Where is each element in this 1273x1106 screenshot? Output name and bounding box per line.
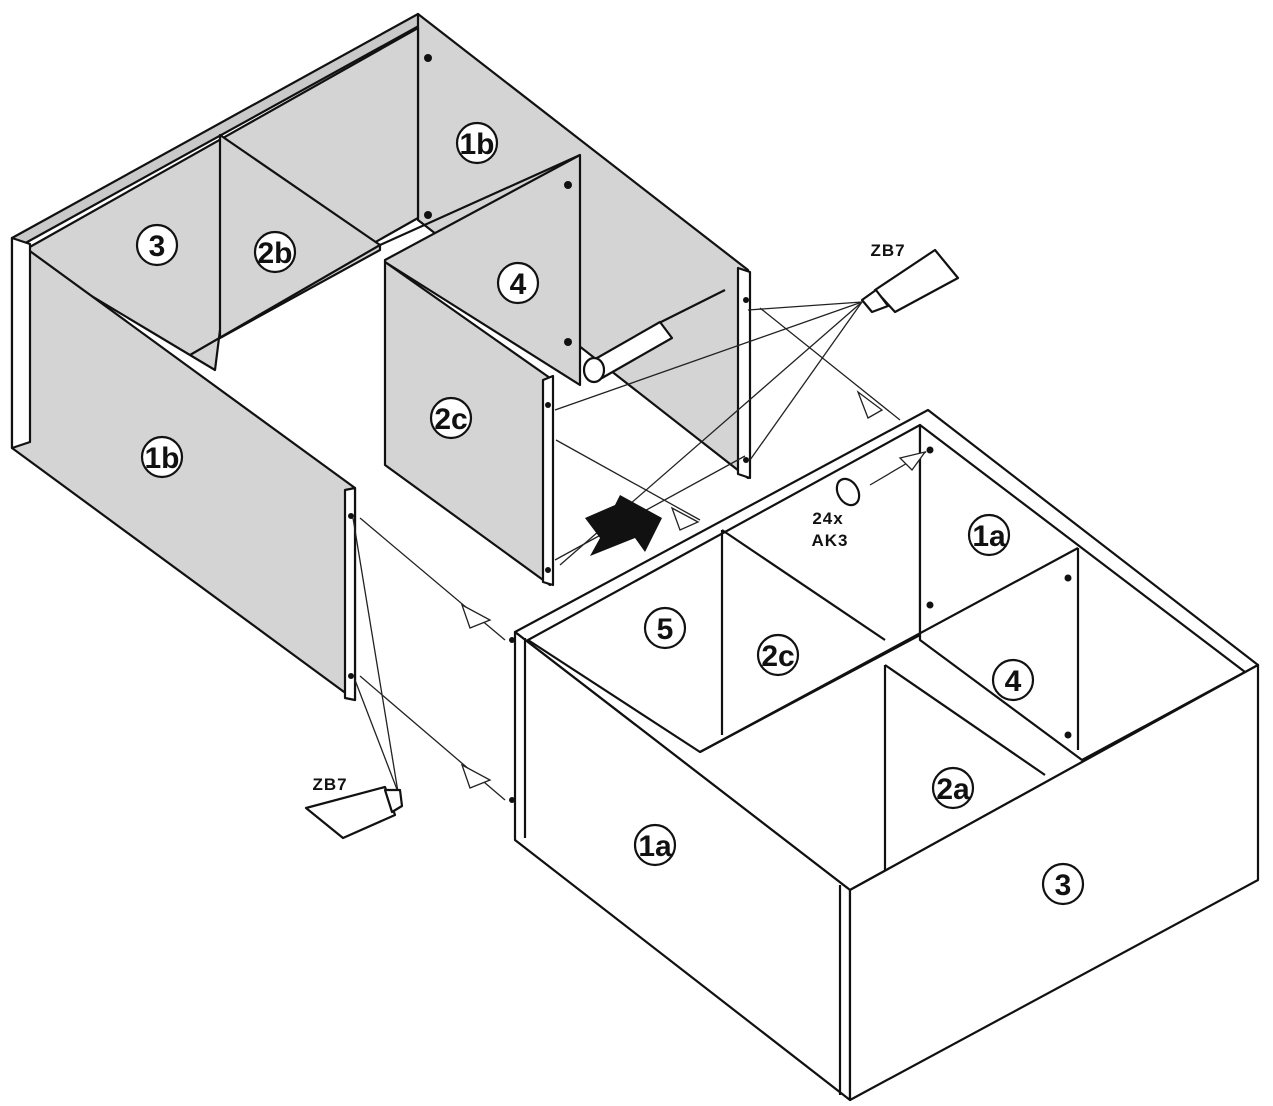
upper-label-2b: 2b [257, 237, 292, 270]
upper-divider-edge [541, 374, 555, 587]
guide-lines [352, 301, 927, 801]
upper-divider-2b [218, 133, 382, 340]
glue-bottom-label: ZB7 [312, 775, 347, 794]
lower-label-4: 4 [1005, 665, 1022, 698]
upper-label-1b-front: 1b [144, 442, 179, 475]
dowel-code-label: AK3 [811, 531, 848, 550]
direction-arrow-icon [585, 495, 662, 556]
lower-label-3: 3 [1055, 869, 1072, 902]
lower-label-1a-back: 1a [972, 520, 1006, 553]
upper-label-1b-back: 1b [459, 128, 494, 161]
upper-shelf-line [189, 153, 581, 356]
glue-top-icon [860, 248, 960, 314]
glue-top-label: ZB7 [870, 241, 905, 260]
lower-label-5: 5 [657, 613, 674, 646]
upper-front-end-edge [343, 486, 357, 702]
dowel-icon [835, 477, 861, 507]
glue-bottom-icon [304, 785, 404, 840]
upper-front-edge [10, 236, 32, 450]
lower-label-1a-front: 1a [638, 830, 672, 863]
lower-label-2c: 2c [761, 640, 794, 673]
dowel-qty-label: 24x [812, 509, 843, 528]
lower-labels: 1a 5 2c 4 2a 1a 3 [633, 513, 1085, 906]
lower-label-2a: 2a [936, 773, 970, 806]
upper-label-3: 3 [149, 230, 166, 263]
upper-label-4: 4 [510, 268, 527, 301]
upper-right-edge [736, 266, 752, 480]
upper-labels: 1b 3 2b 4 2c 1b [135, 121, 540, 479]
screwdriver-icon [582, 289, 726, 384]
upper-label-2c: 2c [434, 403, 467, 436]
